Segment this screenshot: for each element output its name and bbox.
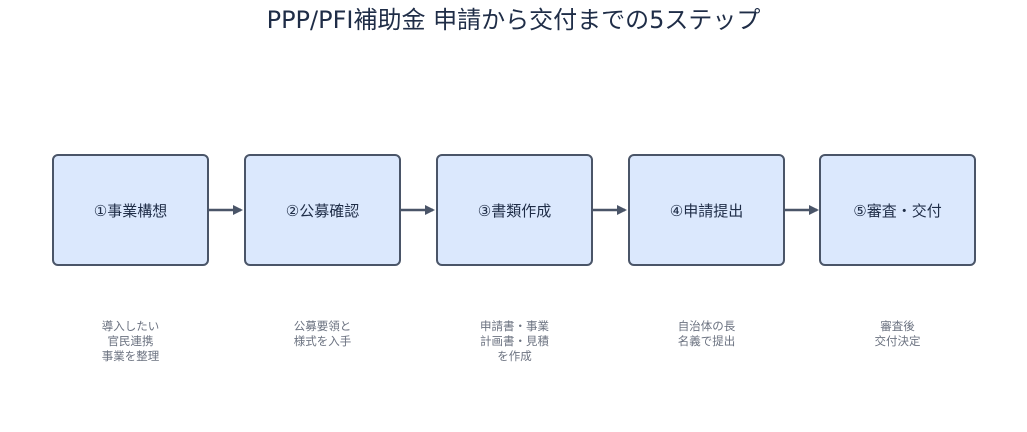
- step-box-4: ④申請提出: [628, 154, 785, 266]
- step-note-3: 申請書・事業 計画書・見積 を作成: [436, 319, 593, 364]
- step-box-2: ②公募確認: [244, 154, 401, 266]
- step-box-3: ③書類作成: [436, 154, 593, 266]
- note-line: を作成: [497, 349, 532, 363]
- step-note-4: 自治体の長 名義で提出: [628, 319, 785, 349]
- step-label: ③書類作成: [477, 201, 552, 220]
- note-line: 様式を入手: [293, 334, 352, 348]
- note-line: 官民連携: [107, 334, 154, 348]
- diagram-title: PPP/PFI補助金 申請から交付までの5ステップ: [266, 6, 761, 34]
- step-label: ②公募確認: [285, 201, 360, 220]
- step-label: ⑤審査・交付: [853, 201, 942, 220]
- step-note-1: 導入したい 官民連携 事業を整理: [52, 319, 209, 364]
- step-label: ①事業構想: [93, 201, 168, 220]
- note-line: 申請書・事業: [480, 319, 549, 333]
- note-line: 交付決定: [874, 334, 921, 348]
- step-label: ④申請提出: [669, 201, 744, 220]
- step-box-1: ①事業構想: [52, 154, 209, 266]
- note-line: 自治体の長: [677, 319, 736, 333]
- note-line: 事業を整理: [101, 349, 160, 363]
- step-box-5: ⑤審査・交付: [819, 154, 976, 266]
- note-line: 計画書・見積: [480, 334, 549, 348]
- note-line: 審査後: [880, 319, 915, 333]
- note-line: 公募要領と: [293, 319, 352, 333]
- note-line: 名義で提出: [677, 334, 736, 348]
- note-line: 導入したい: [101, 319, 160, 333]
- step-note-2: 公募要領と 様式を入手: [244, 319, 401, 349]
- step-note-5: 審査後 交付決定: [819, 319, 976, 349]
